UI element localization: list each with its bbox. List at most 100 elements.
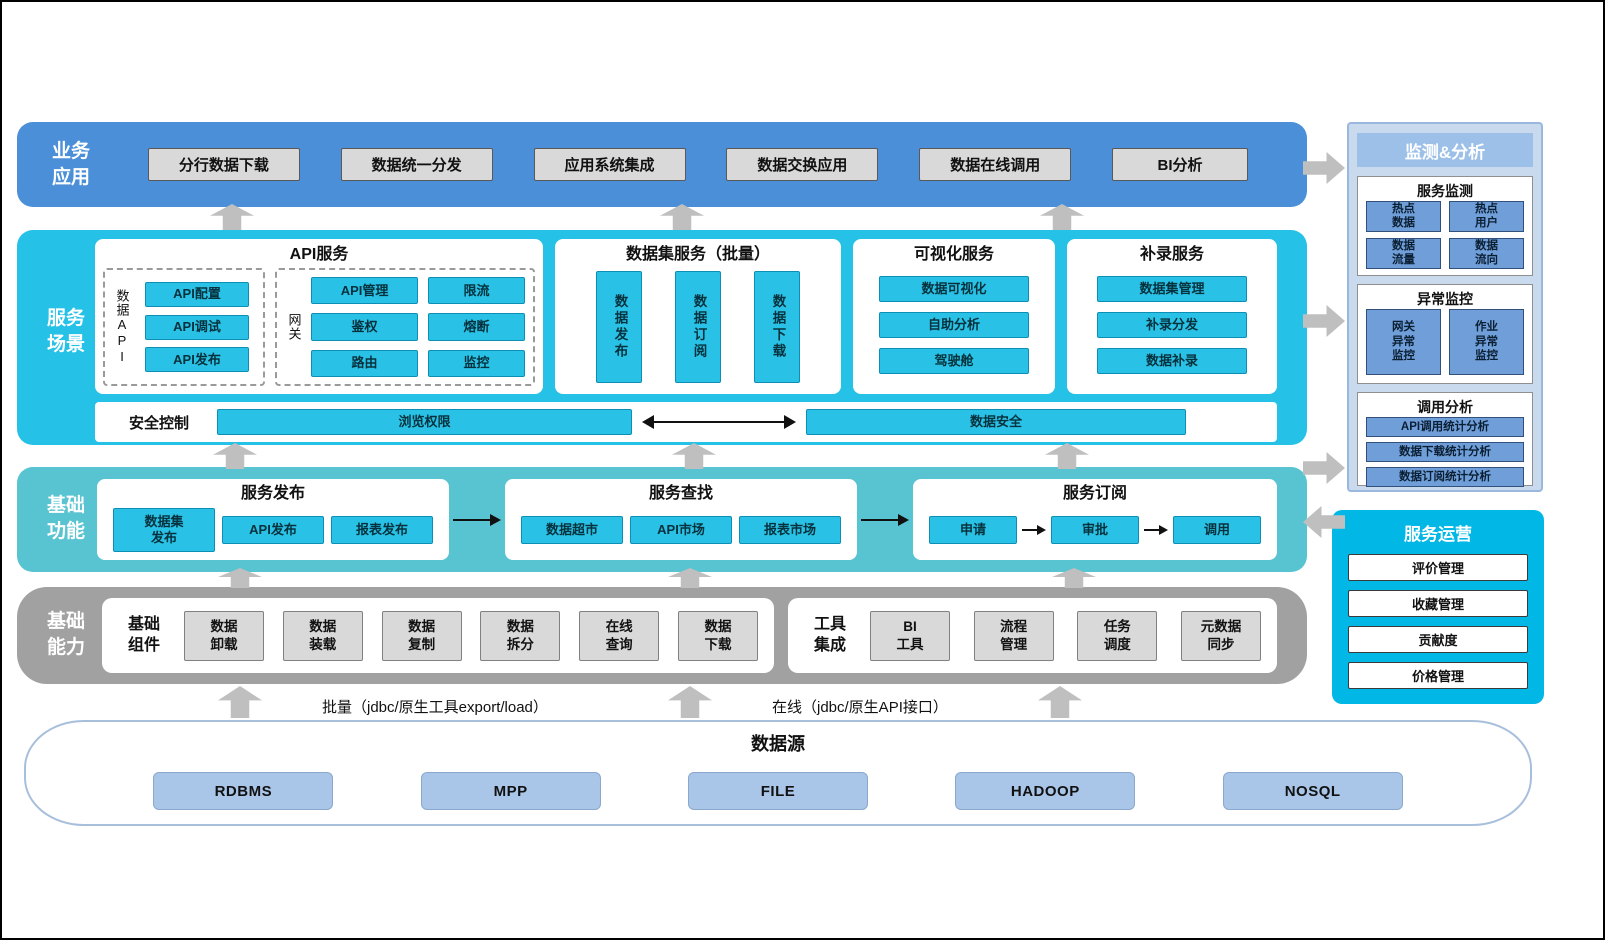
flow-arrow-search-to-subscribe: [857, 513, 913, 527]
node-data-load: 数据 装载: [282, 610, 363, 661]
service-search-nodes: 数据超市 API市场 报表市场: [515, 505, 847, 555]
node-dataset-publish: 数据集 发布: [113, 508, 215, 552]
node-dataset-manage: 数据集管理: [1097, 276, 1247, 302]
service-monitor-box: 服务监测 热点 数据 热点 用户 数据 流量 数据 流向: [1357, 176, 1533, 276]
invocation-analysis-box: 调用分析 API调用统计分析 数据下载统计分析 数据订阅统计分析: [1357, 392, 1533, 487]
business-app-list: 分行数据下载 数据统一分发 应用系统集成 数据交换应用 数据在线调用 BI分析: [107, 148, 1289, 181]
node-evaluation-manage: 评价管理: [1348, 554, 1528, 581]
node-cockpit: 驾驶舱: [879, 348, 1029, 374]
channel-online-label: 在线（jdbc/原生API接口）: [772, 699, 948, 716]
node-download-stats: 数据下载统计分析: [1366, 442, 1524, 462]
up-arrow-ds-to-cap-2: [668, 686, 712, 718]
dataset-service-nodes: 数据发布 数据订阅 数据下载: [563, 268, 833, 386]
api-service-box: API服务 数据API API配置 API调试 API发布 网关 API管理: [95, 239, 543, 394]
monitor-analysis-panel: 监测&分析 服务监测 热点 数据 热点 用户 数据 流量 数据 流向 异常监控 …: [1347, 122, 1543, 492]
node-gateway-exception-monitor: 网关 异常 监控: [1366, 309, 1441, 375]
node-data-download-batch: 数据下载: [754, 271, 800, 383]
api-service-content: 数据API API配置 API调试 API发布 网关 API管理 限流 鉴权: [103, 268, 535, 386]
band-basic-functions: 基础 功能 服务发布 数据集 发布 API发布 报表发布 服务查找 数据超市 A…: [17, 467, 1307, 572]
node-data-flow-direction: 数据 流向: [1449, 237, 1524, 269]
supplement-service-nodes: 数据集管理 补录分发 数据补录: [1075, 266, 1269, 384]
band-functions-label: 基础 功能: [46, 495, 85, 542]
node-api-config: API配置: [145, 281, 249, 307]
node-price-manage: 价格管理: [1348, 662, 1528, 689]
service-subscribe-nodes: 申请 审批 调用: [923, 505, 1267, 555]
data-api-label: 数据API: [114, 289, 130, 365]
invocation-analysis-nodes: API调用统计分析 数据下载统计分析 数据订阅统计分析: [1358, 415, 1532, 493]
node-mpp: MPP: [420, 772, 601, 810]
node-api-publish: API发布: [145, 347, 249, 373]
band-basic-capability: 基础 能力 基础 组件 数据 卸载 数据 装载 数据 复制 数据 拆分 在线 查…: [17, 587, 1307, 684]
node-process-manage: 流程 管理: [973, 610, 1054, 661]
up-arrow-scene-to-business-2: [660, 204, 704, 230]
node-apply: 申请: [929, 516, 1017, 544]
basic-components-label: 基础 组件: [127, 615, 160, 654]
dataset-service-title: 数据集服务（批量）: [625, 246, 770, 263]
node-self-service-analysis: 自助分析: [879, 312, 1029, 338]
node-invoke: 调用: [1173, 516, 1261, 544]
right-arrow-func-to-monitor: [1303, 452, 1345, 484]
service-subscribe-box: 服务订阅 申请 审批 调用: [913, 479, 1277, 560]
up-arrow-scene-to-business-1: [210, 204, 254, 230]
capability-boxes: 基础 组件 数据 卸载 数据 装载 数据 复制 数据 拆分 在线 查询 数据 下…: [102, 598, 1277, 673]
service-operation-title: 服务运营: [1404, 525, 1472, 544]
gateway-nodes: API管理 限流 鉴权 熔断 路由 监控: [309, 274, 527, 380]
exception-monitor-nodes: 网关 异常 监控 作业 异常 监控: [1358, 307, 1532, 383]
service-subscribe-title: 服务订阅: [1062, 485, 1127, 502]
node-api-debug: API调试: [145, 314, 249, 340]
up-arrow-func-to-scene-3: [1045, 443, 1089, 469]
node-approve: 审批: [1051, 516, 1139, 544]
node-data-online-invocation: 数据在线调用: [919, 148, 1072, 181]
service-operation-panel: 服务运营 评价管理 收藏管理 贡献度 价格管理: [1332, 510, 1544, 704]
function-boxes: 服务发布 数据集 发布 API发布 报表发布 服务查找 数据超市 API市场 报…: [97, 479, 1277, 560]
node-browse-permission: 浏览权限: [217, 409, 632, 435]
node-data-supermarket: 数据超市: [521, 516, 623, 544]
basic-components-box: 基础 组件 数据 卸载 数据 装载 数据 复制 数据 拆分 在线 查询 数据 下…: [102, 598, 774, 673]
node-data-visualization: 数据可视化: [879, 276, 1029, 302]
data-api-group: 数据API API配置 API调试 API发布: [103, 268, 265, 386]
node-monitoring: 监控: [428, 349, 525, 377]
service-publish-box: 服务发布 数据集 发布 API发布 报表发布: [97, 479, 449, 560]
channel-batch-label: 批量（jdbc/原生工具export/load）: [322, 699, 548, 716]
dataset-service-box: 数据集服务（批量） 数据发布 数据订阅 数据下载: [555, 239, 841, 394]
tool-integration-label: 工具 集成: [813, 615, 846, 654]
datasource-container: 数据源 RDBMS MPP FILE HADOOP NOSQL: [24, 720, 1532, 826]
tool-integration-nodes: BI 工具 流程 管理 任务 调度 元数据 同步: [870, 610, 1261, 661]
up-arrow-func-to-scene-1: [213, 443, 257, 469]
monitor-analysis-title: 监测&分析: [1357, 133, 1533, 167]
node-job-exception-monitor: 作业 异常 监控: [1449, 309, 1524, 375]
node-api-manage: API管理: [311, 277, 419, 305]
node-circuit-break: 熔断: [428, 313, 525, 341]
band-business-label: 业务 应用: [51, 140, 90, 188]
band-scene-label: 服务 场景: [46, 308, 85, 355]
flow-arrow-apply-to-approve: [1022, 524, 1046, 536]
data-api-nodes: API配置 API调试 API发布: [137, 274, 257, 380]
service-monitor-title: 服务监测: [1417, 183, 1473, 199]
datasource-nodes: RDBMS MPP FILE HADOOP NOSQL: [66, 772, 1490, 810]
double-headed-arrow: [642, 415, 796, 429]
node-nosql: NOSQL: [1222, 772, 1403, 810]
api-service-title: API服务: [289, 246, 349, 263]
node-branch-data-download: 分行数据下载: [147, 148, 300, 181]
node-rdbms: RDBMS: [153, 772, 334, 810]
node-data-download-cap: 数据 下载: [677, 610, 758, 661]
node-data-copy: 数据 复制: [381, 610, 462, 661]
node-data-split: 数据 拆分: [480, 610, 561, 661]
visual-service-box: 可视化服务 数据可视化 自助分析 驾驶舱: [853, 239, 1055, 394]
node-bi-analysis: BI分析: [1112, 148, 1249, 181]
node-api-call-stats: API调用统计分析: [1366, 417, 1524, 437]
service-publish-nodes: 数据集 发布 API发布 报表发布: [107, 505, 439, 555]
node-app-system-integration: 应用系统集成: [533, 148, 686, 181]
flow-arrow-approve-to-invoke: [1144, 524, 1168, 536]
visual-service-title: 可视化服务: [913, 246, 994, 263]
node-api-market: API市场: [630, 516, 732, 544]
node-data-publish: 数据发布: [596, 271, 642, 383]
band-business-apps: 业务 应用 分行数据下载 数据统一分发 应用系统集成 数据交换应用 数据在线调用…: [17, 122, 1307, 207]
band-service-scene: 服务 场景 API服务 数据API API配置 API调试 API发布 网关: [17, 230, 1307, 445]
node-online-query: 在线 查询: [579, 610, 660, 661]
exception-monitor-box: 异常监控 网关 异常 监控 作业 异常 监控: [1357, 284, 1533, 384]
node-hot-data: 热点 数据: [1366, 201, 1441, 232]
node-api-publish-func: API发布: [222, 516, 324, 544]
node-data-unload: 数据 卸载: [184, 610, 264, 661]
